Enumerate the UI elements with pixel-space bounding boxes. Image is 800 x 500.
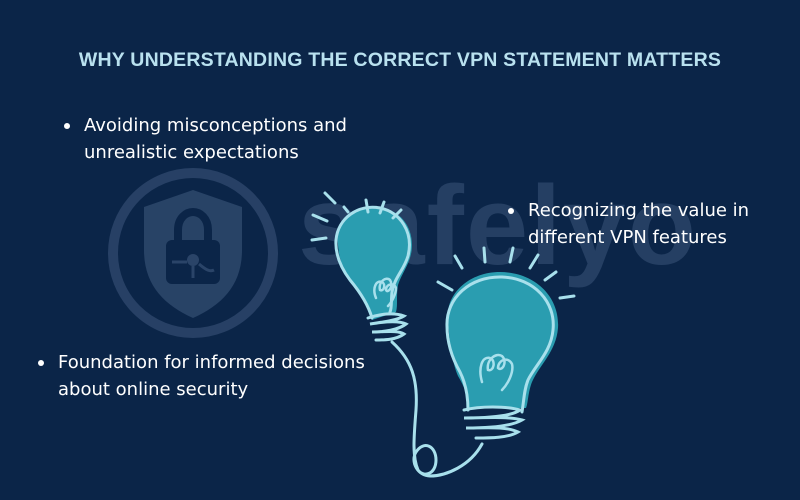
bullet-text-line1: Avoiding misconceptions and	[84, 115, 347, 136]
lightbulb-icon	[436, 246, 576, 440]
bullet-item-vpn-features: Recognizing the value in different VPN f…	[508, 197, 749, 251]
bullet-item-misconceptions: Avoiding misconceptions and unrealistic …	[64, 112, 347, 166]
bullet-text-line1: Recognizing the value in	[528, 200, 750, 221]
page-title: WHY UNDERSTANDING THE CORRECT VPN STATEM…	[78, 49, 722, 71]
bullet-text-line1: Foundation for informed decisions	[58, 352, 365, 373]
bullet-item-informed-decisions: Foundation for informed decisions about …	[38, 349, 365, 403]
bullet-text-line2: different VPN features	[528, 227, 727, 248]
lightbulb-icon	[310, 191, 412, 342]
lightbulb-wire	[390, 340, 484, 478]
bullet-dot-icon	[38, 360, 44, 366]
bullet-dot-icon	[64, 123, 70, 129]
bullet-dot-icon	[508, 208, 514, 214]
bullet-text-line2: unrealistic expectations	[84, 142, 299, 163]
bullet-text-line2: about online security	[58, 379, 249, 400]
